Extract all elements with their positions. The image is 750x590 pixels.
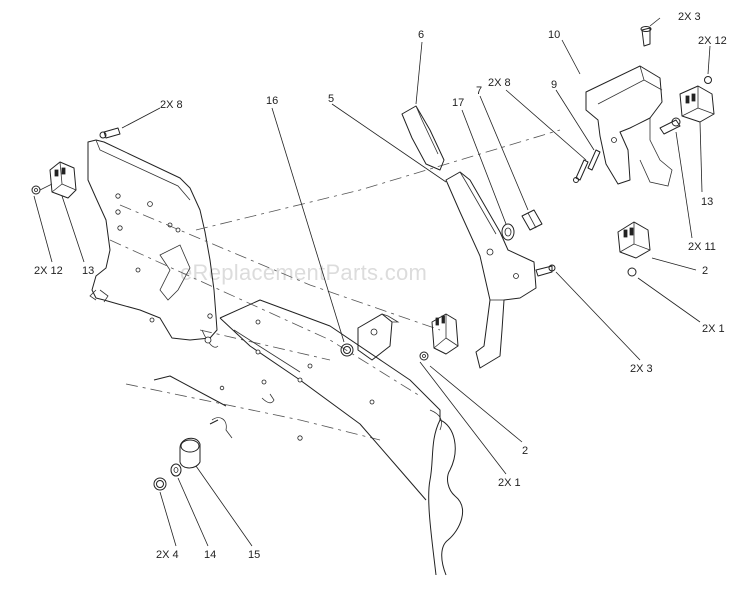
callout-13-right: 13 — [701, 196, 713, 208]
callout-2x12-right: 2X 12 — [698, 35, 727, 47]
left-side-plate — [87, 139, 218, 341]
callout-6: 6 — [418, 29, 424, 41]
lever-5 — [445, 171, 537, 369]
bracket-10 — [585, 65, 673, 187]
left-screw — [99, 127, 121, 139]
callout-15: 15 — [248, 549, 260, 561]
clamp-15 — [179, 417, 233, 469]
callout-2x11: 2X 11 — [688, 241, 716, 253]
callout-2x3-top: 2X 3 — [678, 11, 701, 23]
left-switch-assembly — [31, 161, 77, 199]
callout-2x8-right: 2X 8 — [488, 77, 511, 89]
leader-lines — [33, 17, 711, 547]
callout-2x8-left: 2X 8 — [160, 99, 183, 111]
callout-14: 14 — [204, 549, 216, 561]
callout-13-left: 13 — [82, 265, 94, 277]
washer-17 — [501, 223, 515, 241]
bolt-7 — [521, 209, 543, 231]
frame-rail — [109, 129, 561, 576]
callout-labels: 2X 3 2X 12 10 9 6 2X 8 7 17 5 16 2X 8 13… — [34, 11, 727, 561]
callout-2-mid: 2 — [522, 445, 528, 457]
callout-2x4: 2X 4 — [156, 549, 179, 561]
top-screw — [640, 26, 652, 47]
callout-17: 17 — [452, 97, 464, 109]
callout-2x1-right: 2X 1 — [702, 323, 725, 335]
mid-screw — [535, 264, 556, 277]
callout-16: 16 — [266, 95, 278, 107]
right-upper-switch — [679, 76, 715, 123]
callout-5: 5 — [328, 93, 334, 105]
callout-10: 10 — [548, 29, 560, 41]
bracket-nut — [340, 343, 354, 357]
watermark: eReplacementParts.com — [180, 260, 427, 285]
callout-2x12-left: 2X 12 — [34, 265, 63, 277]
grip-6 — [401, 105, 445, 171]
bracket-16 — [357, 313, 400, 361]
callout-2x3-mid: 2X 3 — [630, 363, 653, 375]
right-pins — [573, 149, 601, 183]
callout-9: 9 — [551, 79, 557, 91]
right-lower-switch — [617, 221, 651, 277]
nut-4 — [153, 477, 167, 491]
washer-14 — [170, 463, 182, 477]
callout-2x1-mid: 2X 1 — [498, 477, 521, 489]
center-switch — [419, 313, 459, 361]
callout-7: 7 — [476, 85, 482, 97]
bolt-11 — [659, 117, 681, 135]
callout-2-right: 2 — [702, 265, 708, 277]
